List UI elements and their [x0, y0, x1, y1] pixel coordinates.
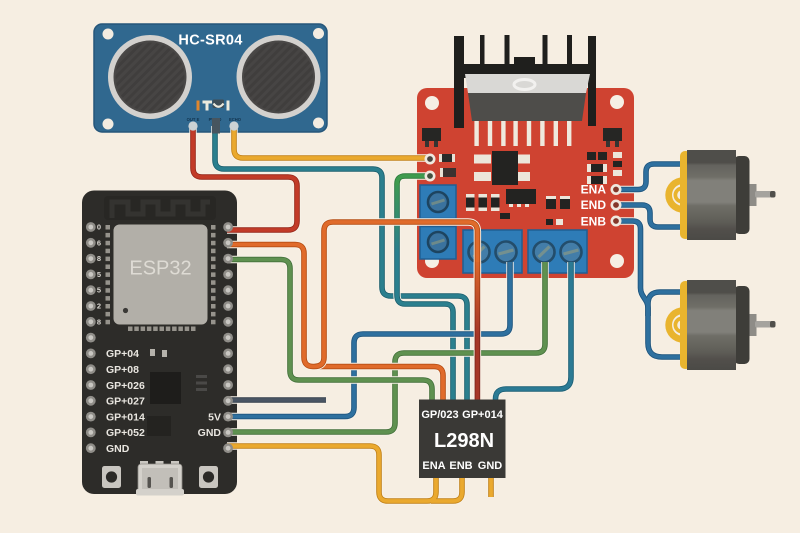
svg-text:GP/023: GP/023	[421, 409, 458, 421]
svg-text:0: 0	[97, 223, 101, 232]
svg-text:GP+027: GP+027	[106, 396, 145, 408]
svg-text:ENB: ENB	[449, 460, 472, 472]
svg-text:5: 5	[97, 270, 101, 279]
svg-text:GND: GND	[198, 427, 222, 439]
svg-text:GND: GND	[478, 460, 503, 472]
svg-text:ESP32: ESP32	[129, 258, 191, 280]
svg-text:END: END	[581, 198, 607, 212]
svg-text:8: 8	[97, 317, 101, 326]
svg-text:GP+026: GP+026	[106, 380, 145, 392]
svg-text:HC-SR04: HC-SR04	[178, 33, 242, 49]
svg-text:ECHO: ECHO	[229, 117, 242, 122]
svg-text:GP+052: GP+052	[106, 427, 145, 439]
svg-text:ENB: ENB	[581, 215, 607, 229]
svg-text:GP+04: GP+04	[106, 348, 139, 360]
svg-text:8: 8	[97, 254, 101, 263]
svg-text:GP+014: GP+014	[462, 409, 504, 421]
svg-text:2: 2	[97, 302, 101, 311]
svg-text:5V: 5V	[208, 411, 221, 423]
svg-text:ENA: ENA	[422, 460, 445, 472]
svg-text:5: 5	[97, 286, 101, 295]
svg-text:GND: GND	[106, 443, 130, 455]
svg-text:GP+08: GP+08	[106, 364, 139, 376]
svg-text:GP+014: GP+014	[106, 411, 145, 423]
svg-text:ENA: ENA	[581, 183, 607, 197]
svg-text:L298N: L298N	[434, 430, 494, 452]
svg-text:OUT E: OUT E	[187, 117, 200, 122]
svg-text:6: 6	[97, 238, 101, 247]
